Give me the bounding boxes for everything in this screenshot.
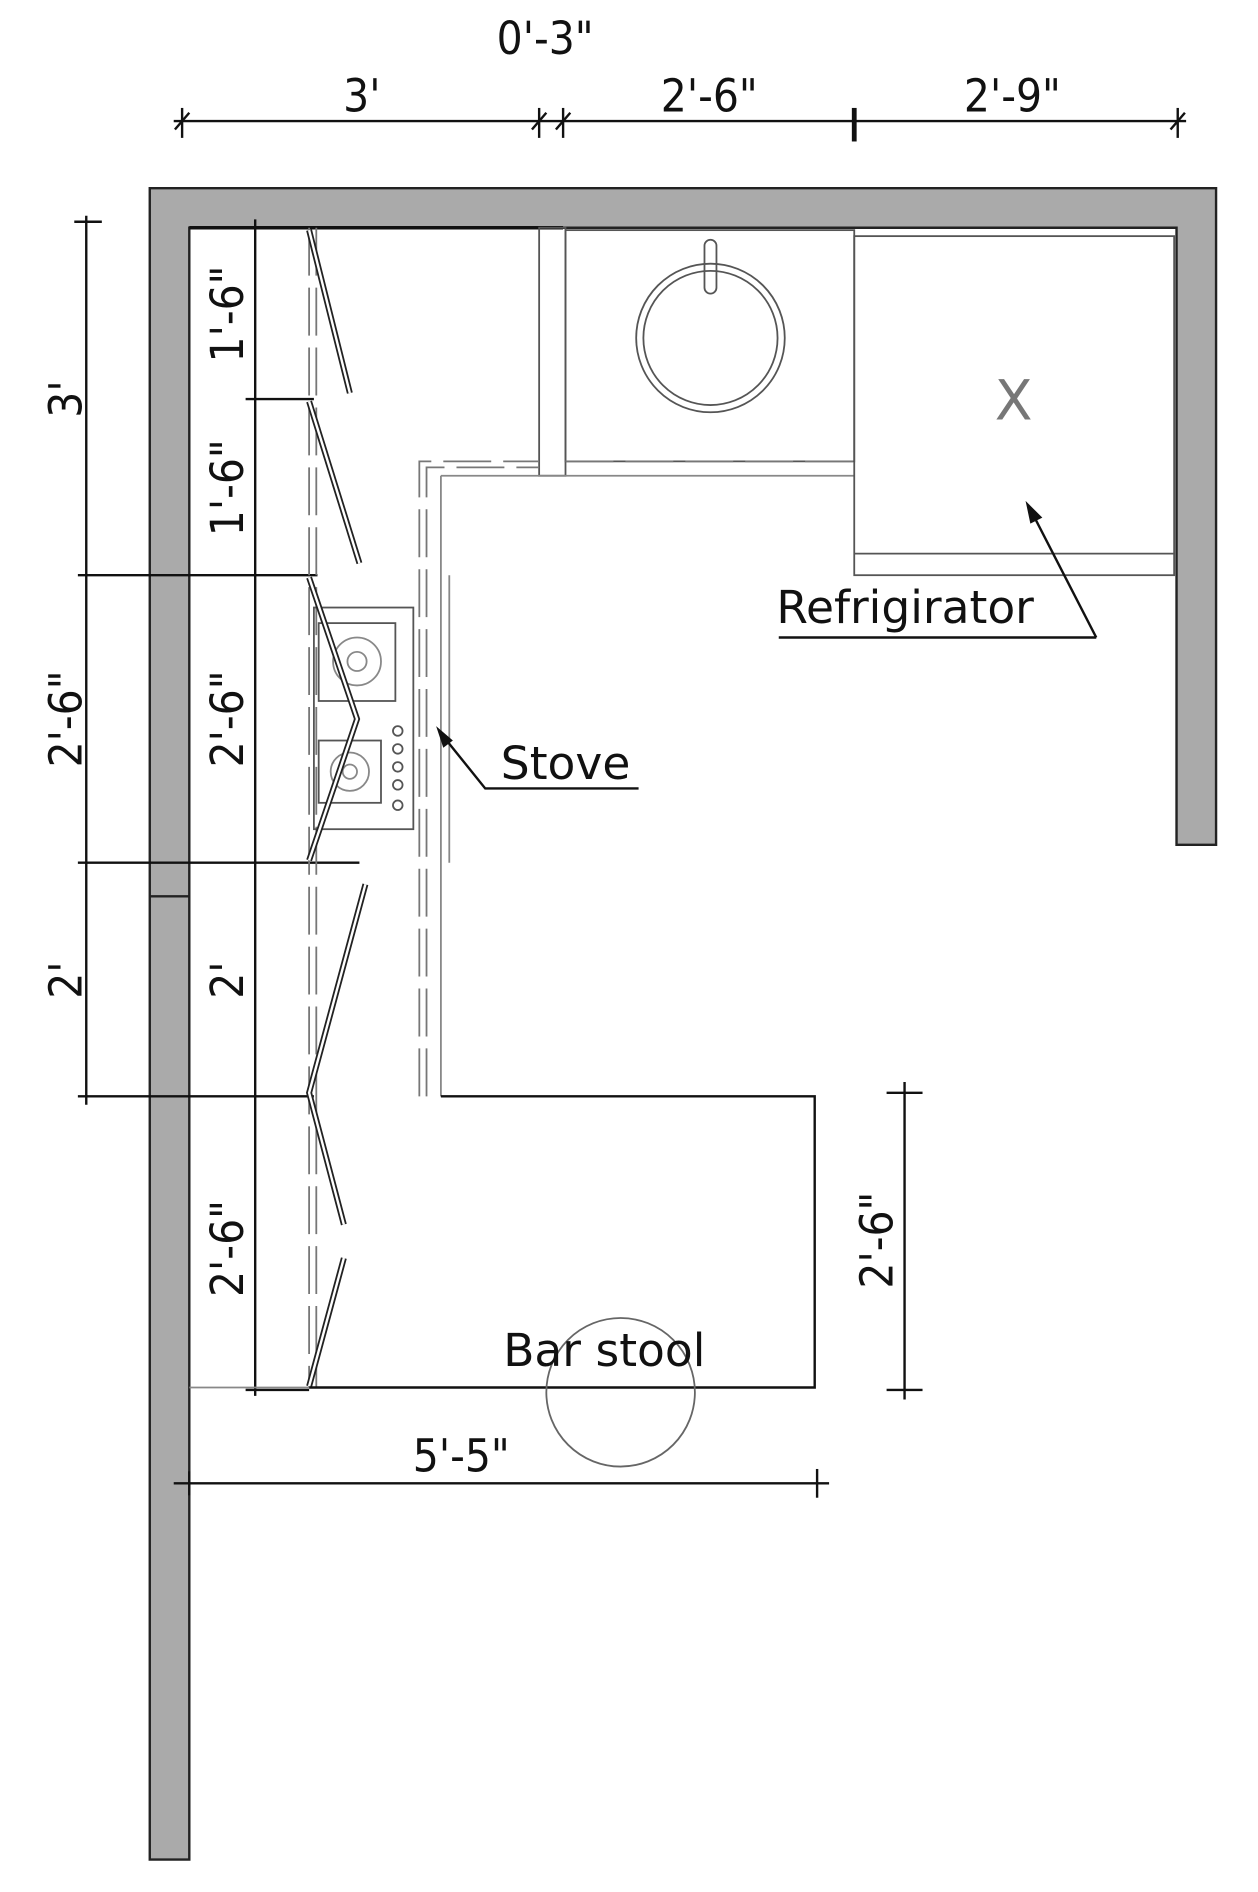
refrigerator-mark: X <box>995 368 1033 432</box>
refrigerator-label: Refrigirator <box>776 581 1034 634</box>
stove-label: Stove <box>501 737 631 790</box>
bottom-dimension-line <box>173 1468 830 1498</box>
cabinet-doors <box>306 229 369 1388</box>
dim-top-2: 2'-6" <box>661 70 758 123</box>
dim-left-inner-5: 2'-6" <box>201 1200 254 1297</box>
counter-outline <box>189 225 856 1388</box>
dim-top-3: 2'-9" <box>964 70 1061 123</box>
dim-left-inner-2: 1'-6" <box>201 439 254 536</box>
dim-left-outer-3: 2' <box>39 961 92 998</box>
bar-stool-label: Bar stool <box>503 1324 705 1377</box>
dim-peninsula-length: 5'-5" <box>413 1429 510 1482</box>
dim-left-inner-3: 2'-6" <box>201 670 254 767</box>
dim-left-inner-1: 1'-6" <box>201 266 254 363</box>
sink <box>635 238 786 414</box>
dim-top-gap: 0'-3" <box>497 12 594 65</box>
dim-left-inner-4: 2' <box>201 961 254 998</box>
dim-left-outer-1: 3' <box>39 380 92 417</box>
dim-top-1: 3' <box>343 70 380 123</box>
stove-leader <box>436 726 639 790</box>
dim-left-outer-2: 2'-6" <box>39 670 92 767</box>
peninsula-counter <box>189 1095 816 1389</box>
top-dimension-line <box>173 107 1187 142</box>
left-outer-dimension-line <box>74 215 360 1105</box>
refrigerator <box>853 235 1176 577</box>
wall <box>148 187 1218 1861</box>
stove <box>313 606 415 831</box>
right-dimension-line <box>886 1081 923 1400</box>
refrigerator-leader <box>778 500 1098 639</box>
bar-stool <box>545 1317 696 1468</box>
dim-peninsula-depth: 2'-6" <box>851 1192 904 1289</box>
left-inner-dimension-line <box>245 219 314 1396</box>
